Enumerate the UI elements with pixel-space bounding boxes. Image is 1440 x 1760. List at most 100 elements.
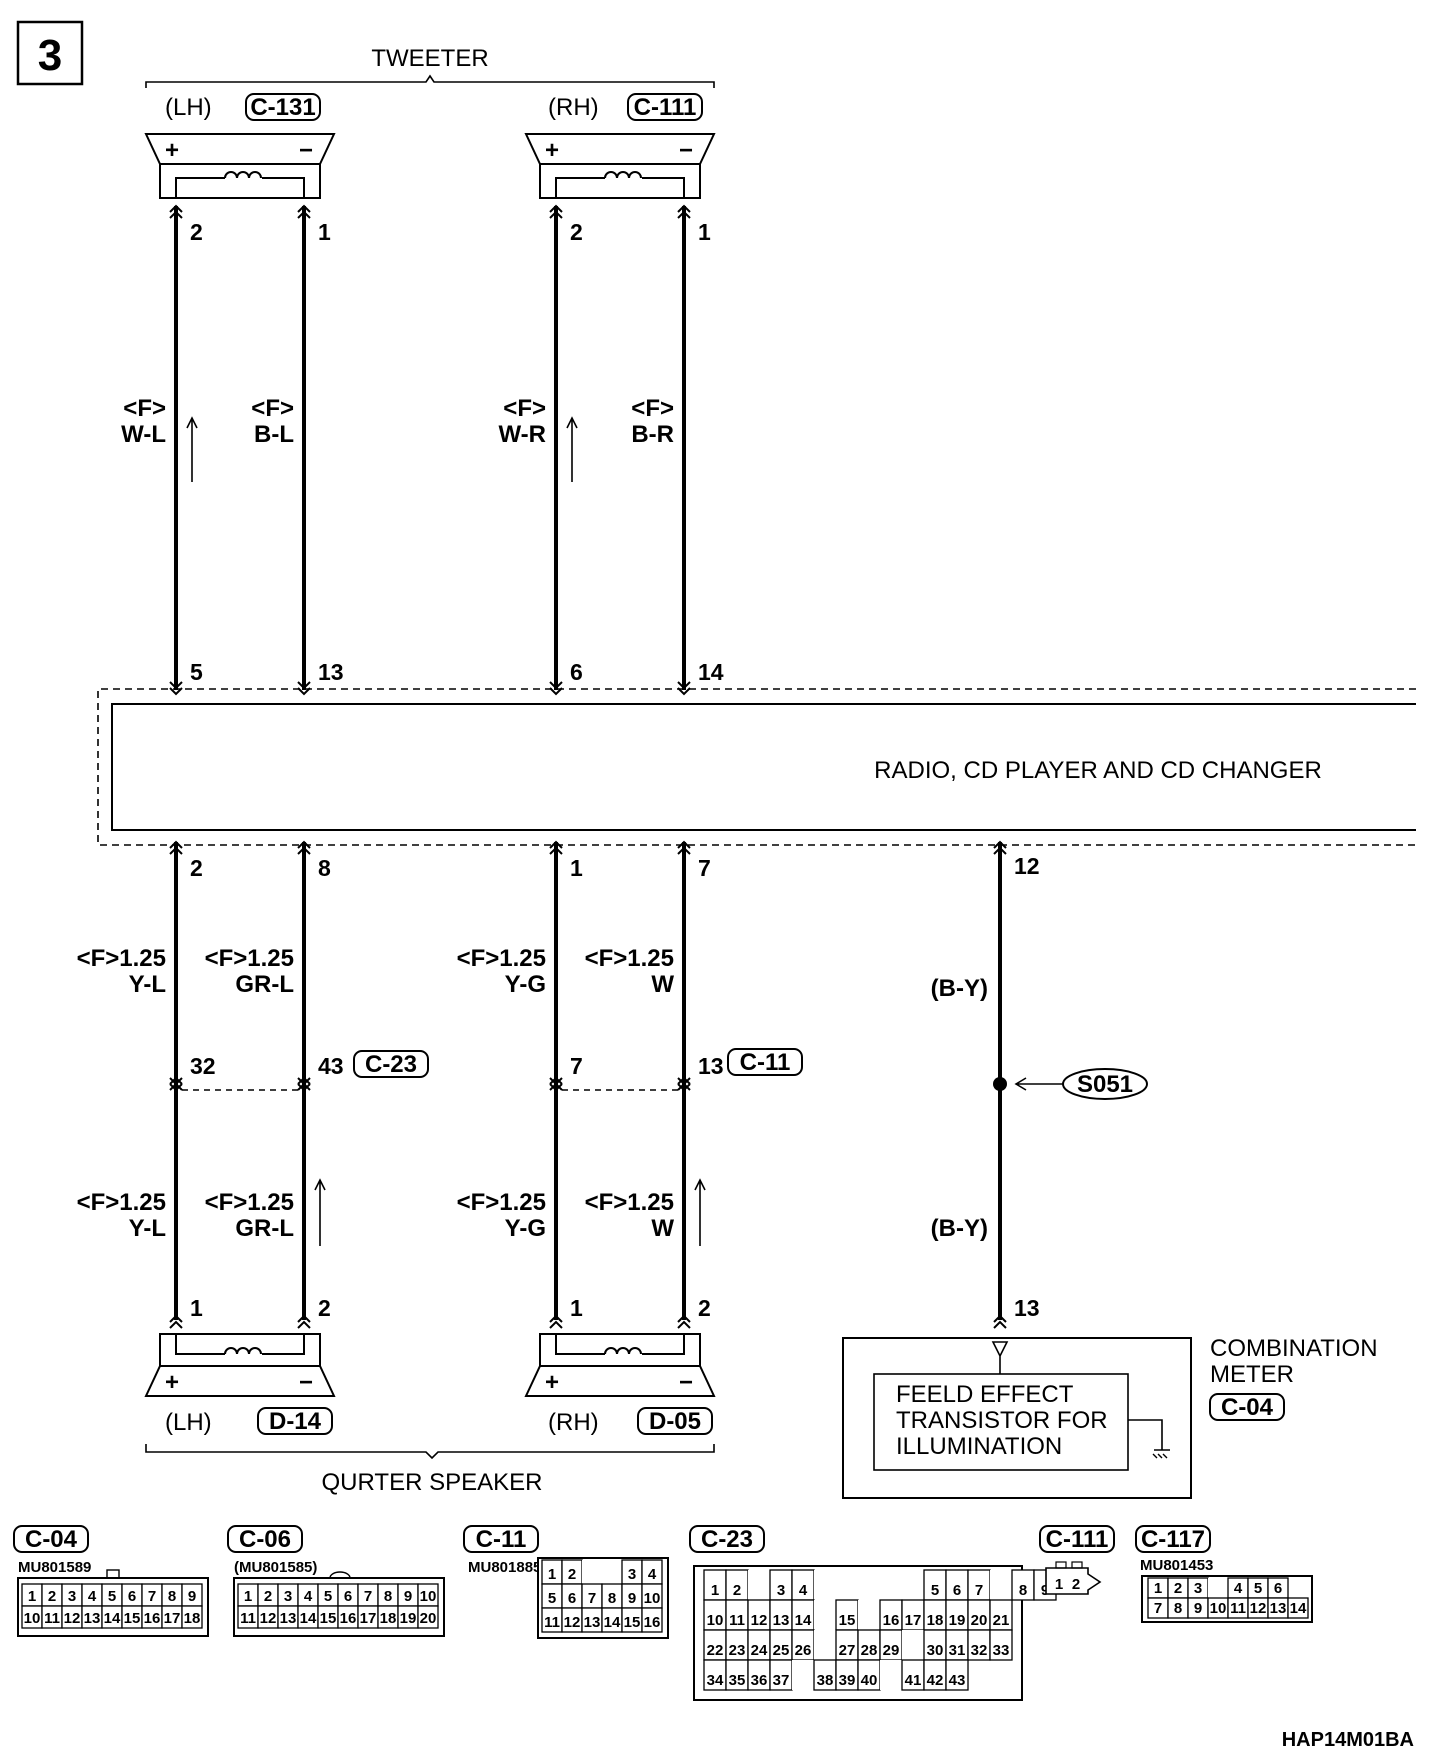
current-arrows-upper	[186, 416, 578, 482]
arrow-up-icon	[694, 1178, 706, 1246]
c11-pin-number: 13	[584, 1614, 601, 1631]
c04-pin-number: 10	[24, 1610, 41, 1627]
tweeter-rh-side: (RH)	[548, 94, 599, 121]
tweeter-lh-pin-plus: 2	[190, 219, 203, 245]
c117-view-label: C-117	[1141, 1526, 1205, 1553]
radio-label: RADIO, CD PLAYER AND CD CHANGER	[874, 757, 1322, 784]
lower-forks	[169, 841, 1007, 1329]
radio-unit: RADIO, CD PLAYER AND CD CHANGER	[97, 688, 1416, 846]
c06-pin-number: 18	[380, 1610, 397, 1627]
c23-pin-number: 38	[817, 1672, 834, 1689]
tweeter-title: TWEETER	[371, 45, 488, 72]
tweeter-brace	[145, 74, 715, 88]
wire-color: Y-L	[129, 971, 166, 998]
c117-pin-number: 7	[1154, 1600, 1162, 1617]
c11-pin-number: 16	[644, 1614, 661, 1631]
qs-rh-plus: +	[545, 1369, 559, 1396]
qs-rh-side: (RH)	[548, 1409, 599, 1436]
fet-text-line: TRANSISTOR FOR	[896, 1407, 1108, 1434]
intermediate-connector-c23: 32 43 C-23	[182, 1050, 429, 1091]
c23-pin-number: 27	[839, 1642, 856, 1659]
wire-spec: <F>1.25	[585, 1189, 674, 1216]
c23-pin-number: 4	[799, 1582, 808, 1599]
c23-pin-cell	[748, 1570, 770, 1600]
c23-pin-number: 12	[751, 1612, 768, 1629]
c111-view-label: C-111	[1046, 1526, 1109, 1553]
c117-pin-number: 14	[1290, 1600, 1307, 1617]
c23-pin-number: 25	[773, 1642, 790, 1659]
c04-pin-number: 14	[104, 1610, 121, 1627]
c23-pin-cell	[945, 1659, 969, 1691]
qs-rh-minus: −	[679, 1369, 693, 1396]
c04-pin-number: 12	[64, 1610, 81, 1627]
c11-pin-number: 10	[644, 1590, 661, 1607]
c06-pin-number: 8	[384, 1588, 392, 1605]
wire-tag: <F>	[251, 395, 294, 422]
radio-bottom-pins: 2 8 1 7 12	[190, 853, 1040, 881]
meter-connector: C-04	[1221, 1394, 1274, 1421]
c06-pin-number: 9	[404, 1588, 412, 1605]
c23-pin-number: 14	[795, 1612, 812, 1629]
qs-lh-pin-minus: 2	[318, 1295, 331, 1321]
c23-pin-cell	[858, 1570, 880, 1600]
meter-connector-tag	[1209, 1393, 1285, 1421]
c23-pin-cell	[880, 1570, 902, 1600]
qs-rh-connector-tag	[637, 1407, 713, 1435]
c04-pin-number: 18	[184, 1610, 201, 1627]
tweeter-rh: (RH) C-111 + −	[524, 93, 716, 199]
c06-pin-number: 13	[280, 1610, 297, 1627]
radio-bottom-pin: 1	[570, 855, 583, 881]
c23-pin-number: 20	[971, 1612, 988, 1629]
illumination-circuit: (B-Y) S051 (B-Y) 13	[931, 975, 1148, 1321]
meter-input-icon	[991, 1341, 1009, 1374]
c06-pin-number: 1	[244, 1588, 252, 1605]
c117-part-number: MU801453	[1140, 1557, 1213, 1574]
radio-bottom-pin: 8	[318, 855, 331, 881]
c23-pin-number: 15	[839, 1612, 856, 1629]
c23-pin-number: 35	[729, 1672, 746, 1689]
wire-spec: <F>1.25	[457, 1189, 546, 1216]
c06-pin-number: 4	[304, 1588, 313, 1605]
c23-pin-cell	[902, 1630, 924, 1660]
qs-lh-side: (LH)	[165, 1409, 212, 1436]
c23-view-label: C-23	[701, 1526, 753, 1553]
c04-pin-number: 1	[28, 1588, 36, 1605]
c04-pin-number: 11	[44, 1610, 60, 1627]
wire-spec: <F>1.25	[457, 945, 546, 972]
c117-pin-number: 12	[1250, 1600, 1267, 1617]
wire-color: Y-L	[129, 1215, 166, 1242]
c04-pin-cell	[181, 1605, 203, 1629]
c23-pin-cell	[990, 1570, 1012, 1600]
c06-pin-number: 6	[344, 1588, 352, 1605]
tweeter-lh-plus: +	[165, 137, 179, 164]
c117-pin-cell	[1208, 1578, 1228, 1598]
tweeter-lh-connector-tag	[245, 93, 321, 121]
c23-pin-number: 39	[839, 1672, 856, 1689]
c117-pin-cell	[1287, 1597, 1309, 1619]
sheet-number: 3	[38, 31, 62, 80]
wire-color: W-R	[499, 421, 547, 448]
c117-pin-number: 8	[1174, 1600, 1182, 1617]
c11-pin-number: 8	[608, 1590, 616, 1607]
radio-top-pin: 14	[698, 659, 724, 685]
c23-pin-number: 22	[707, 1642, 724, 1659]
c06-pin-number: 16	[340, 1610, 357, 1627]
c06-view-label: C-06	[239, 1526, 291, 1553]
connector-view-c111: C-111 1 2	[1039, 1525, 1115, 1595]
c23-pin-cell	[792, 1660, 814, 1690]
qs-rh-body	[524, 1365, 716, 1397]
c11-pin-number: 15	[624, 1614, 641, 1631]
c11-tag	[727, 1048, 803, 1076]
wire-color-top: (B-Y)	[931, 975, 988, 1002]
radio-outline-dashed	[97, 688, 1416, 846]
wire-tag: <F>	[631, 395, 674, 422]
c23-pin-cell	[902, 1570, 924, 1600]
c117-pin-number: 5	[1254, 1580, 1262, 1597]
radio-bottom-pin: 7	[698, 855, 711, 881]
radio-top-pin: 5	[190, 659, 203, 685]
c23-pin-number: 28	[861, 1642, 878, 1659]
splice-point	[993, 1077, 1007, 1091]
c06-pin-number: 10	[420, 1588, 437, 1605]
